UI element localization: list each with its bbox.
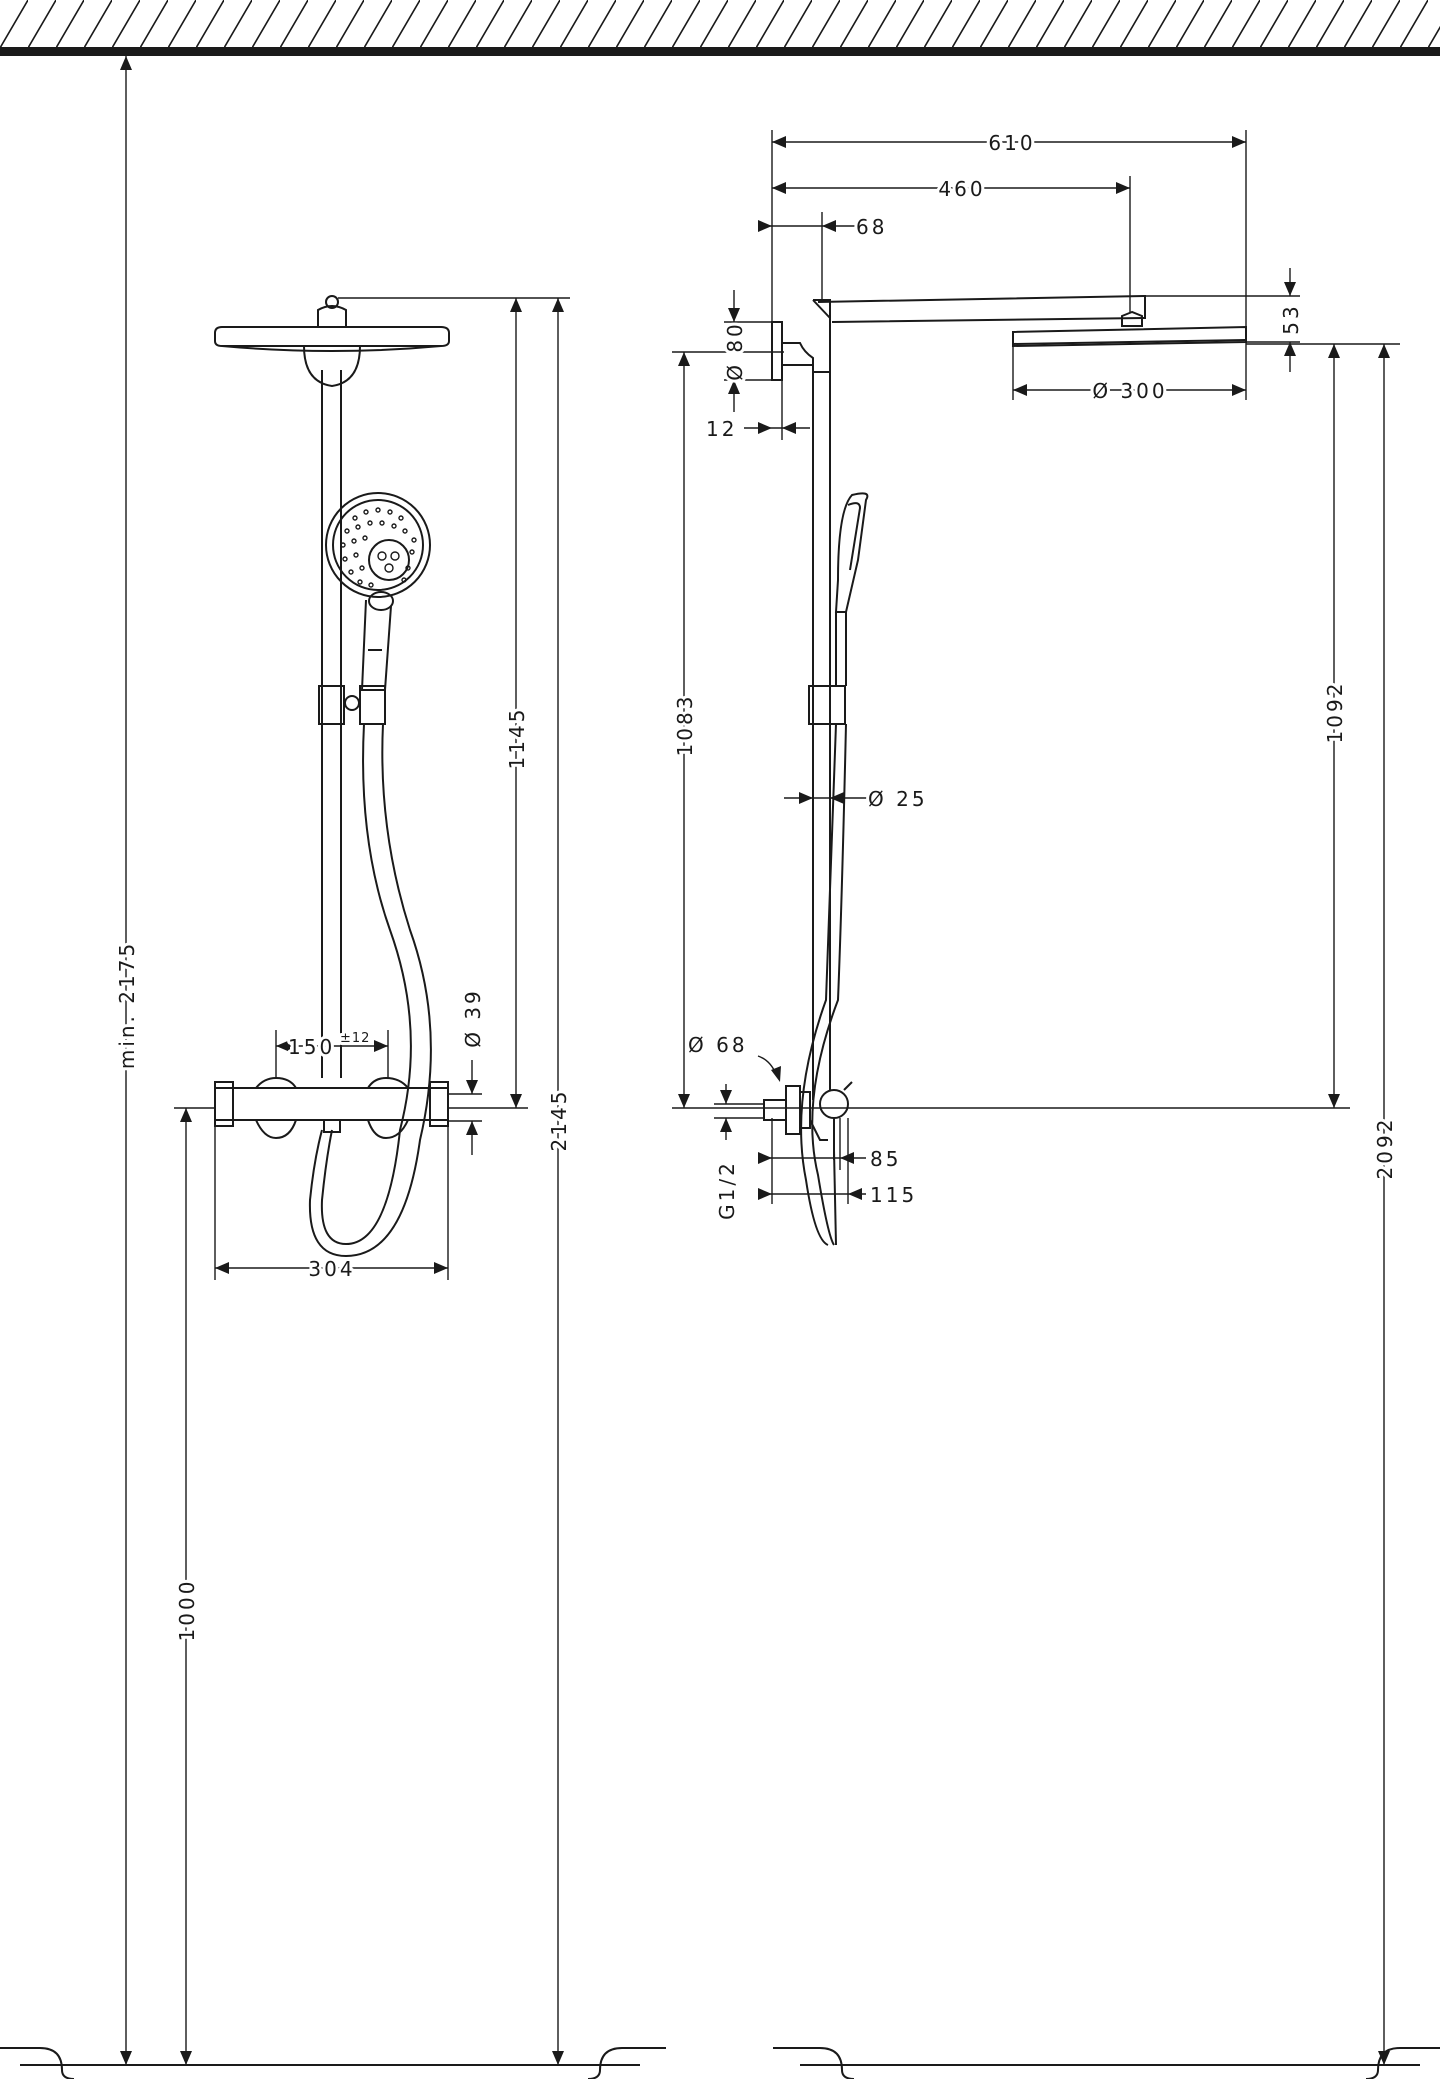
dimension-lines: [120, 56, 1400, 2065]
dim-diameter-25: Ø 25: [868, 787, 928, 811]
dim-53: 53: [1279, 303, 1303, 334]
wall-flange: [771, 321, 814, 381]
shower-head-front: [214, 295, 450, 388]
shower-head-side: [1012, 325, 1247, 348]
dim-460: 460: [938, 177, 985, 201]
dimension-labels: min. 2175 1000 1145 2145 Ø 39 150 ±12 30…: [112, 128, 1400, 1644]
dim-min-2175: min. 2175: [115, 941, 139, 1069]
hose-side: [800, 723, 847, 1246]
dim-304: 304: [308, 1257, 355, 1281]
dim-150: 150: [288, 1035, 335, 1059]
floor-left: [0, 2047, 666, 2079]
dim-1000: 1000: [175, 1579, 199, 1642]
dim-115: 115: [870, 1183, 917, 1207]
side-view: [763, 294, 1247, 1246]
dim-68: 68: [856, 215, 887, 239]
dim-diameter-39: Ø 39: [461, 988, 485, 1048]
dim-1092: 1092: [1323, 681, 1347, 744]
dim-1083: 1083: [673, 694, 697, 757]
dim-2092: 2092: [1373, 1117, 1397, 1180]
mixer-side: [763, 1081, 853, 1160]
dim-diameter-68: Ø 68: [688, 1033, 748, 1057]
dim-2145: 2145: [547, 1089, 571, 1152]
riser-pipe-side: [808, 365, 846, 1100]
dim-610: 610: [988, 131, 1035, 155]
dim-85: 85: [870, 1147, 901, 1171]
riser-pipe-front: [318, 370, 345, 1078]
dim-tolerance-12: ±12: [340, 1031, 370, 1046]
hand-shower-side: [834, 492, 869, 686]
dim-g1-2: G1/2: [715, 1160, 739, 1220]
dim-1145: 1145: [505, 707, 529, 770]
hose-front: [308, 723, 432, 1258]
shower-arm: [812, 294, 1146, 373]
dim-diameter-300: Ø 300: [1092, 379, 1167, 403]
dim-12: 12: [706, 417, 737, 441]
dim-diameter-80: Ø 80: [723, 321, 747, 381]
floor-right: [773, 2047, 1440, 2079]
ceiling: [0, 0, 1440, 56]
hand-shower-front: [325, 492, 431, 725]
thermostat-mixer-front: [214, 1076, 449, 1140]
front-view: [214, 295, 450, 1258]
